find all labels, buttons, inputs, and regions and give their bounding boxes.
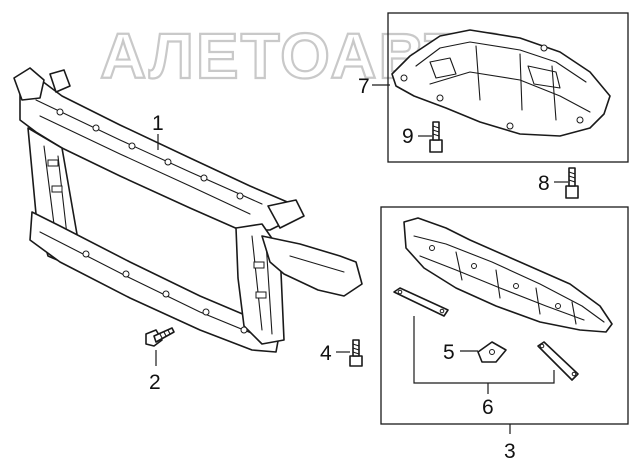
callout-2: 2 (149, 371, 161, 394)
callout-4: 4 (320, 342, 332, 365)
callout-1: 1 (152, 112, 164, 135)
bolt-4 (349, 339, 363, 367)
callout-5: 5 (443, 341, 455, 364)
lower-deflector (403, 217, 613, 333)
bracket-strip-right (537, 341, 579, 381)
leader-lines (155, 84, 568, 434)
callout-9: 9 (402, 125, 414, 148)
group-box-3 (380, 206, 629, 425)
bolt-9 (429, 121, 443, 153)
clip-5 (477, 341, 507, 363)
bracket-strip-left (393, 287, 449, 317)
callout-8: 8 (538, 172, 550, 195)
radiator-support-frame (13, 67, 363, 353)
callout-7: 7 (358, 75, 370, 98)
bolt-2 (145, 327, 175, 347)
bolt-8 (565, 167, 579, 199)
callout-3: 3 (504, 440, 516, 463)
callout-6: 6 (482, 396, 494, 419)
engine-under-cover (391, 29, 611, 137)
group-box-7 (387, 12, 629, 163)
